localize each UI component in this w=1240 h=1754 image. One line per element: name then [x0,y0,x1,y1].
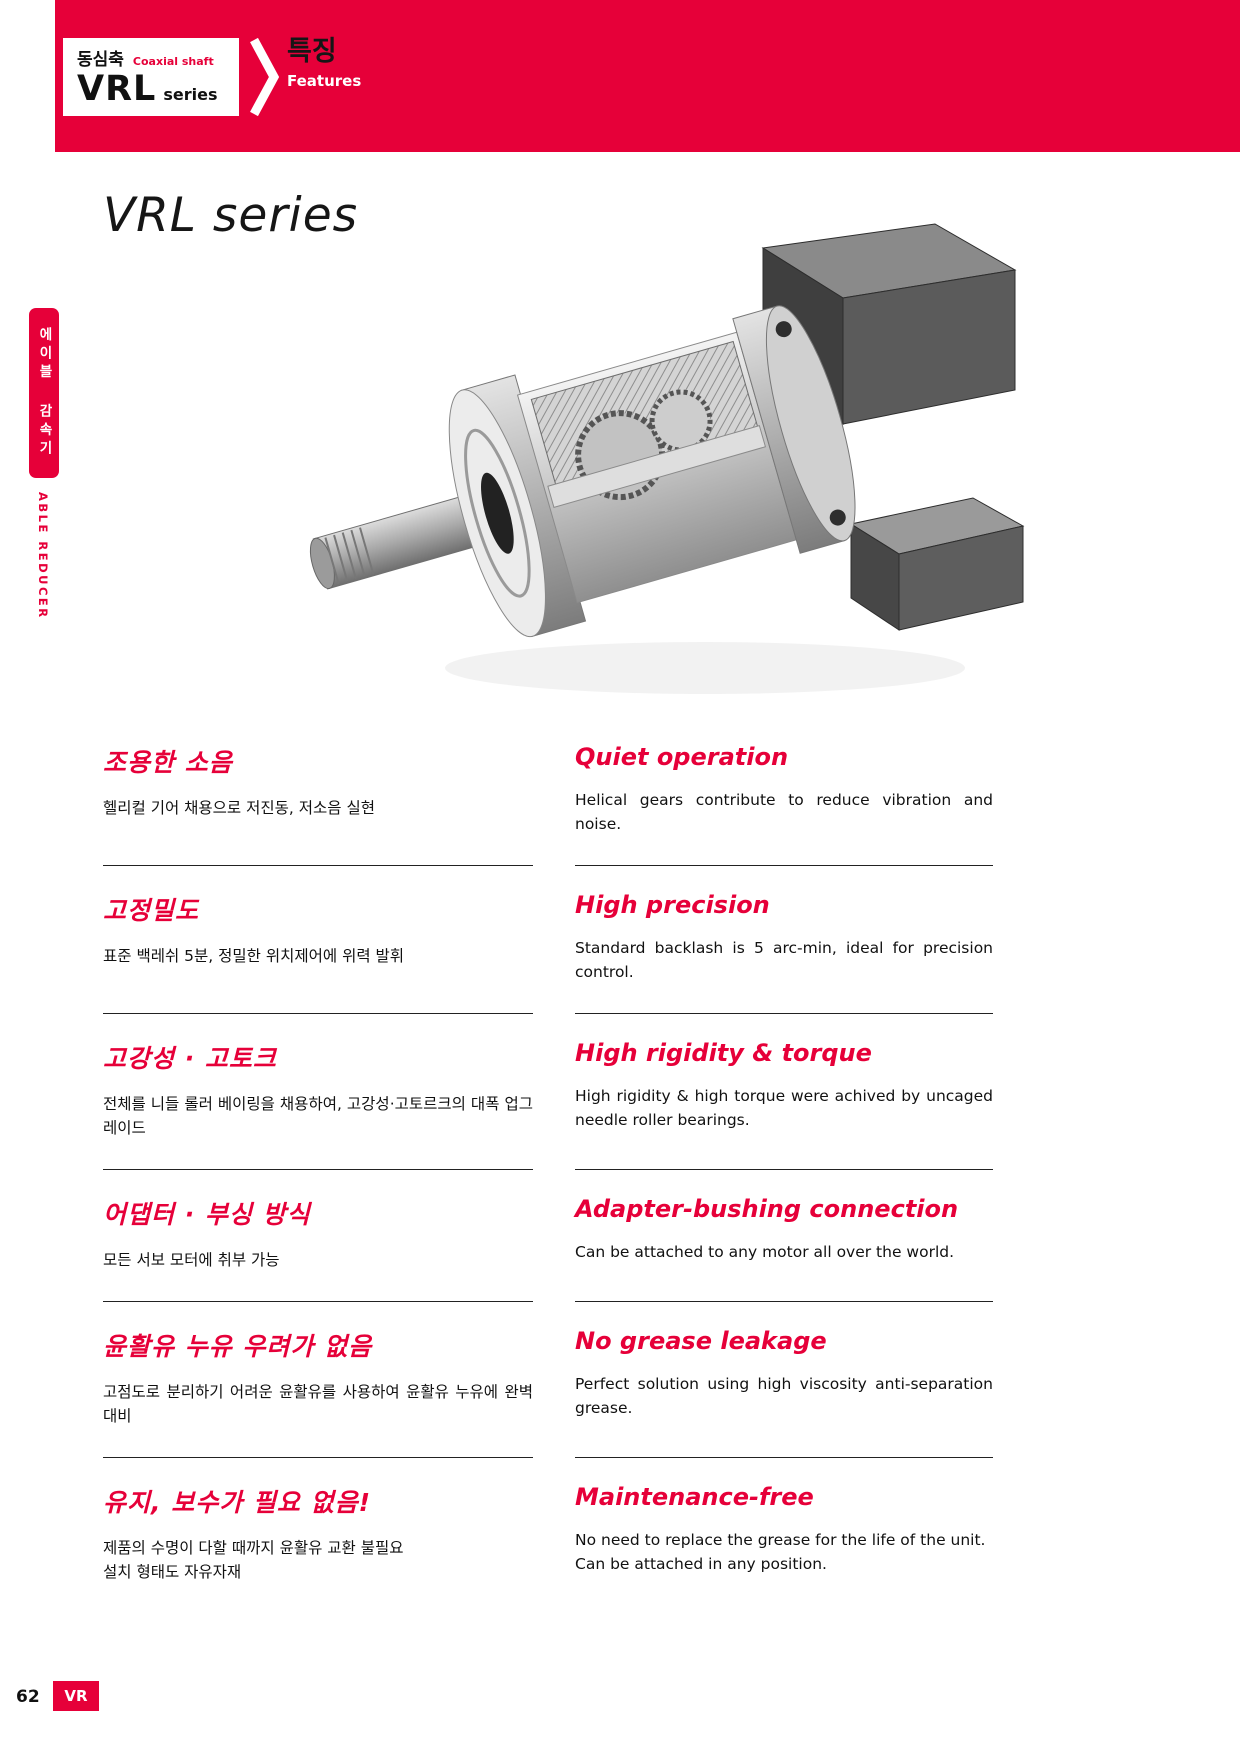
feature-en-body: No need to replace the grease for the li… [575,1531,986,1574]
reducer-illustration [295,218,1030,713]
feature-en-title: High rigidity & torque [575,1039,872,1068]
feature-ko-cell: 조용한 소음 헬리컬 기어 채용으로 저진동, 저소음 실현 [103,718,533,867]
section-title-ko: 특징 [287,36,337,67]
feature-ko-title: 유지, 보수가 필요 없음! [103,1488,372,1518]
feature-en-body: Perfect solution using high viscosity an… [575,1375,993,1418]
feature-en-title: High precision [575,891,770,920]
chevron-right-icon [247,36,281,122]
feature-ko-body: 고점도로 분리하기 어려운 윤활유를 사용하여 윤활유 누유에 완벽 대비 [103,1383,533,1426]
section-heading: 특징 Features [287,36,361,90]
feature-en-cell: Adapter-bushing connection Can be attach… [575,1170,993,1303]
feature-ko-body: 표준 백레쉬 5분, 정밀한 위치제어에 위력 발휘 [103,947,405,966]
feature-ko-cell: 어댑터 · 부싱 방식 모든 서보 모터에 취부 가능 [103,1170,533,1303]
feature-en-cell: Quiet operation Helical gears contribute… [575,718,993,867]
feature-ko-title: 고강성 · 고토크 [103,1044,277,1074]
feature-en-title: Maintenance-free [575,1483,814,1512]
feature-en-cell: High rigidity & torque High rigidity & h… [575,1014,993,1171]
header-band: 동심축 Coaxial shaft VRL series 특징 Features [55,0,1240,152]
feature-ko-body: 제품의 수명이 다할 때까지 윤활유 교환 불필요 설치 형태도 자유자재 [103,1539,404,1582]
feature-ko-cell: 고정밀도 표준 백레쉬 5분, 정밀한 위치제어에 위력 발휘 [103,866,533,1015]
feature-en-title: No grease leakage [575,1327,827,1356]
feature-en-title: Quiet operation [575,743,789,771]
feature-ko-cell: 유지, 보수가 필요 없음! 제품의 수명이 다할 때까지 윤활유 교환 불필요… [103,1458,533,1613]
feature-ko-cell: 윤활유 누유 우려가 없음 고점도로 분리하기 어려운 윤활유를 사용하여 윤활… [103,1302,533,1459]
feature-en-cell: Maintenance-free No need to replace the … [575,1458,993,1613]
sidebar-tab-label: 에이블 감속기 [36,327,52,459]
feature-en-title: Adapter-bushing connection [575,1195,959,1224]
feature-ko-body: 모든 서보 모터에 취부 가능 [103,1251,280,1270]
feature-ko-cell: 고강성 · 고토크 전체를 니들 롤러 베이링을 채용하여, 고강성·고토르크의… [103,1014,533,1171]
feature-en-body: High rigidity & high torque were achived… [575,1087,993,1130]
feature-en-body: Standard backlash is 5 arc-min, ideal fo… [575,939,993,982]
page-number: 62 [16,1687,40,1707]
feature-ko-body: 전체를 니들 롤러 베이링을 채용하여, 고강성·고토르크의 대폭 업그레이드 [103,1095,533,1138]
series-suffix: series [163,85,218,104]
page-title: VRL series [103,188,359,243]
sidebar-tab: 에이블 감속기 [29,308,59,478]
feature-en-body: Helical gears contribute to reduce vibra… [575,791,993,834]
page-tag: VR [53,1681,99,1711]
series-box: 동심축 Coaxial shaft VRL series [63,38,239,116]
feature-ko-title: 조용한 소음 [103,748,233,777]
category-label-ko: 동심축 [77,50,124,70]
sidebar-vertical-label: ABLE REDUCER [36,492,50,620]
feature-en-cell: High precision Standard backlash is 5 ar… [575,866,993,1015]
feature-ko-title: 윤활유 누유 우려가 없음 [103,1332,373,1362]
feature-ko-title: 고정밀도 [103,896,200,926]
series-name: VRL [77,69,157,109]
feature-ko-body: 헬리컬 기어 채용으로 저진동, 저소음 실현 [103,799,375,817]
feature-ko-title: 어댑터 · 부싱 방식 [103,1200,311,1230]
section-title-en: Features [287,72,362,91]
feature-en-body: Can be attached to any motor all over th… [575,1243,955,1262]
features-list: 조용한 소음 헬리컬 기어 채용으로 저진동, 저소음 실현 Quiet ope… [103,718,993,1613]
feature-en-cell: No grease leakage Perfect solution using… [575,1302,993,1459]
category-label-en: Coaxial shaft [132,55,214,68]
